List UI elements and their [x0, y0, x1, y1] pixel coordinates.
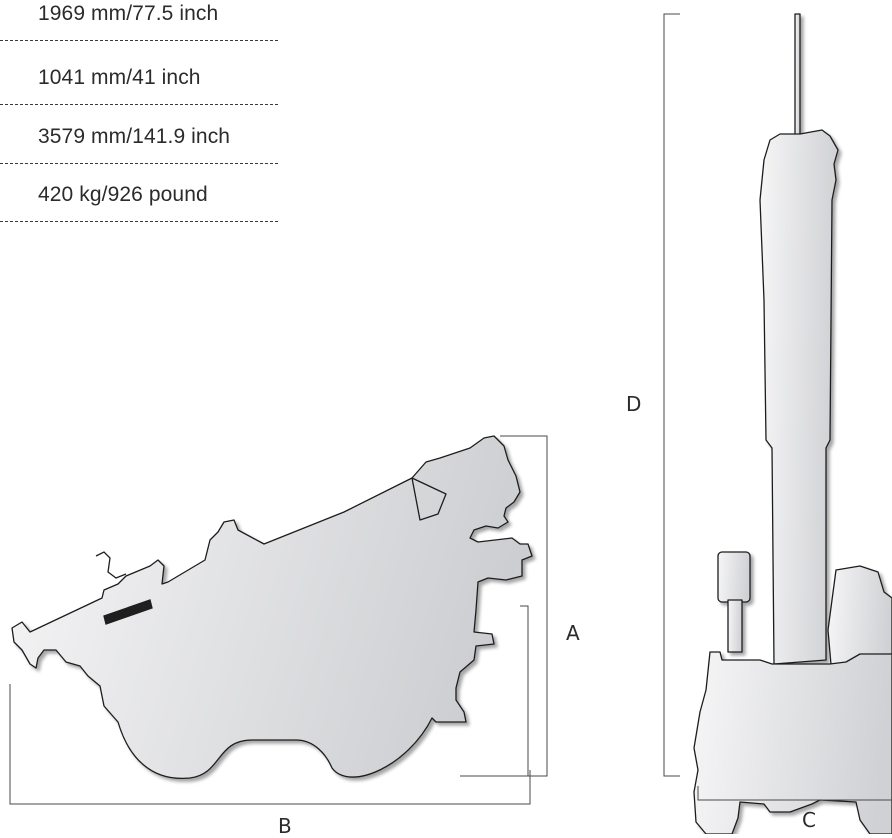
spec-row-height: 1969 mm/77.5 inch	[0, 0, 278, 41]
dimension-c-line	[697, 786, 892, 801]
dimension-label-b: B	[278, 814, 292, 838]
dimension-b-line	[9, 684, 531, 805]
spec-value-weight: 420 kg/926 pound	[38, 183, 208, 206]
dimension-label-a: A	[566, 621, 580, 645]
spec-value-height: 1969 mm/77.5 inch	[38, 2, 219, 25]
spec-row-width: 1041 mm/41 inch	[0, 46, 278, 105]
spec-row-weight: 420 kg/926 pound	[0, 163, 278, 222]
dimension-label-c: C	[802, 808, 816, 832]
spec-value-length: 3579 mm/141.9 inch	[38, 125, 231, 148]
spec-row-length: 3579 mm/141.9 inch	[0, 105, 278, 164]
dimension-a-inner	[520, 605, 529, 776]
side-view-silhouette	[11, 435, 533, 780]
front-view-silhouette	[693, 13, 892, 834]
dimension-lines	[9, 13, 892, 805]
dimension-a-line	[460, 435, 548, 777]
dimension-label-d: D	[626, 392, 642, 416]
side-view-lever	[95, 551, 153, 625]
dimension-d-line	[663, 13, 680, 777]
spec-value-width: 1041 mm/41 inch	[38, 66, 201, 89]
